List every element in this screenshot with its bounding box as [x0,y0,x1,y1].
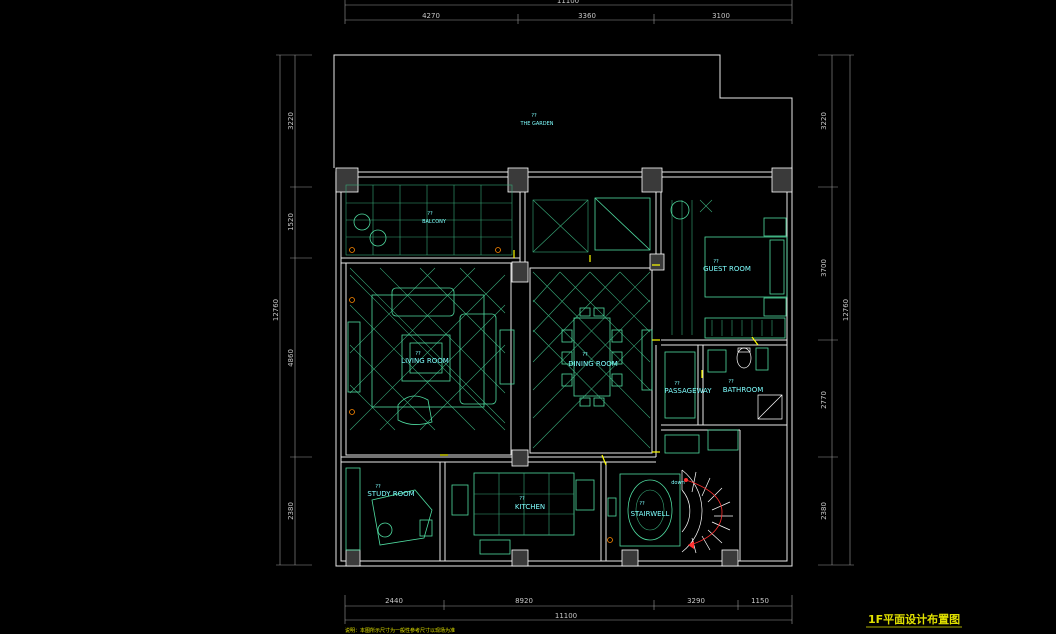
dim-bottom-2: 8920 [515,597,533,605]
dim-right-4: 2380 [820,502,828,520]
bathroom-fixtures [664,347,783,454]
dim-bottom-total: 11100 [555,612,577,620]
study-room-label: STUDY ROOM [367,490,414,498]
drawing-note: 说明：本图所示尺寸为一般性参考尺寸以现场为准 [345,627,455,634]
garden-tag: ?? [531,113,537,119]
dim-bottom-4: 1150 [751,597,769,605]
living-room-label: LIVING ROOM [401,357,449,365]
stairwell [607,469,733,554]
dim-top-2: 3360 [578,12,596,20]
dim-right-total: 12760 [842,299,850,321]
stair-down-label: down [671,480,685,486]
garden-outline [333,54,793,172]
dim-left-4: 2380 [287,502,295,520]
dim-top-3: 3100 [712,12,730,20]
entry-vestibule [532,197,651,253]
bathroom-label: BATHROOM [723,386,764,394]
socket-markers [349,247,613,543]
dim-bottom-3: 3290 [687,597,705,605]
study-room-tag: ?? [375,484,381,490]
living-room-furniture [347,267,515,431]
kitchen-furniture [451,472,595,555]
balcony-label: BALCONY [422,219,447,225]
dim-bottom-1: 2440 [385,597,403,605]
passageway-label: PASSAGEWAY [664,387,712,395]
kitchen-label: KITCHEN [515,503,545,511]
drawing-title: 1F平面设计布置图 [868,612,960,626]
dining-room-furniture [532,271,653,449]
balcony-tag: ?? [427,211,433,217]
dim-left-3: 4860 [287,349,295,367]
dim-right-1: 3220 [820,112,828,130]
dim-left-2: 1520 [287,213,295,231]
stairwell-tag: ?? [639,501,645,507]
exterior-walls [335,171,793,567]
interior-walls [341,180,787,561]
dim-right-3: 2770 [820,391,828,409]
stairwell-label: STAIRWELL [631,510,670,518]
garden-label: THE GARDEN [519,121,553,127]
dining-room-label: DINING ROOM [568,360,618,368]
dimension-lines [276,0,854,624]
passageway-tag: ?? [674,381,680,387]
dim-top-1: 4270 [422,12,440,20]
dim-left-total: 12760 [272,299,280,321]
dim-right-2: 3700 [820,259,828,277]
guest-room-furniture [670,199,788,339]
columns [335,167,793,567]
dim-top-total: 11100 [557,0,579,5]
kitchen-tag: ?? [519,496,525,502]
bathroom-tag: ?? [728,379,734,385]
dining-room-tag: ?? [582,352,588,358]
door-markers [440,250,759,466]
balcony-floor-tiles [345,184,513,256]
living-room-tag: ?? [415,351,421,357]
guest-room-label: GUEST ROOM [703,265,751,273]
guest-room-tag: ?? [713,259,719,265]
dim-left-1: 3220 [287,112,295,130]
study-room-furniture [345,467,433,551]
